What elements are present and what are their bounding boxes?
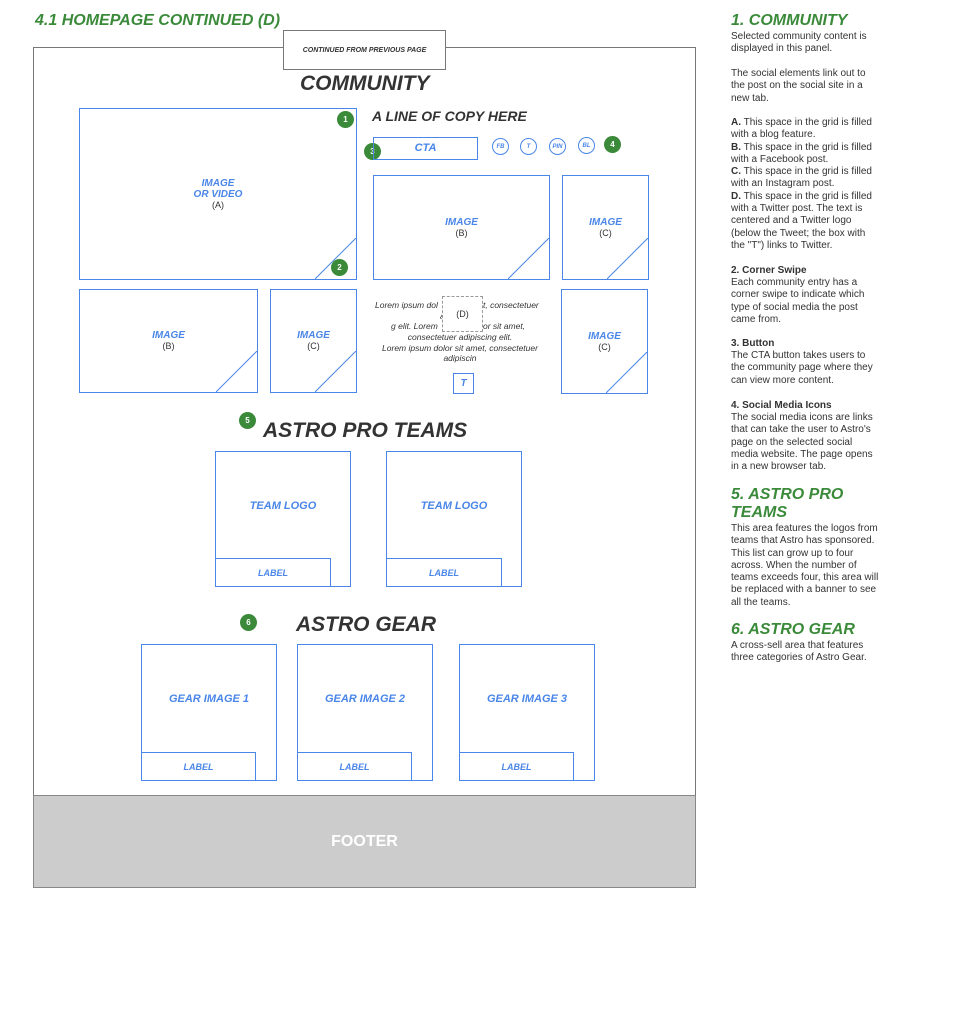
gear-label-3: LABEL — [460, 752, 574, 780]
facebook-icon[interactable]: FB — [492, 138, 509, 155]
continued-tab-text: CONTINUED FROM PREVIOUS PAGE — [302, 46, 427, 54]
note-6-title: 6. ASTRO GEAR — [731, 621, 855, 638]
twitter-logo-icon: T — [460, 378, 467, 389]
note-1-b: This space in the grid is filled with a … — [731, 141, 872, 165]
note-3: The CTA button takes users to the commun… — [731, 350, 873, 386]
footer-label: FOOTER — [331, 832, 398, 850]
note-4-title: 4. Social Media Icons — [731, 400, 832, 411]
footer: FOOTER — [33, 795, 696, 888]
team-logo-1: TEAM LOGO — [249, 499, 317, 512]
community-image-c-bottom[interactable]: IMAGE (C) — [270, 289, 357, 393]
note-1-d: This space in the grid is filled with a … — [731, 190, 872, 251]
note-1-d-key: D. — [731, 190, 741, 202]
note-1-p1: Selected community content is displayed … — [731, 31, 867, 55]
lorem-1b: t, consectetuer — [483, 300, 539, 310]
image-a-letter: (A) — [212, 199, 224, 210]
note-1-b-key: B. — [731, 141, 741, 153]
pro-teams-heading: ASTRO PRO TEAMS — [263, 419, 468, 442]
corner-swipe-icon — [607, 238, 648, 279]
continued-tab: CONTINUED FROM PREVIOUS PAGE — [283, 30, 446, 70]
cta-button[interactable]: CTA — [373, 137, 478, 160]
note-5-title: 5. ASTRO PRO TEAMS — [731, 486, 844, 521]
gear-image-2: GEAR IMAGE 2 — [324, 692, 406, 705]
team-label-1: LABEL — [216, 558, 331, 586]
team-card-1[interactable]: TEAM LOGO LABEL — [215, 451, 351, 587]
community-image-a[interactable]: IMAGE OR VIDEO (A) — [79, 108, 357, 280]
lorem-2a: g elit. Lorem — [391, 321, 438, 331]
note-1-c-key: C. — [731, 166, 741, 178]
gear-image-1: GEAR IMAGE 1 — [168, 692, 250, 705]
tweet-placeholder-d: (D) — [442, 296, 483, 332]
badge-2: 2 — [331, 259, 348, 276]
note-2: Each community entry has a corner swipe … — [731, 277, 865, 325]
community-image-b-bottom[interactable]: IMAGE (B) — [79, 289, 258, 393]
community-image-c-top[interactable]: IMAGE (C) — [562, 175, 649, 280]
gear-label-2: LABEL — [298, 752, 412, 780]
badge-6: 6 — [240, 614, 257, 631]
badge-3: 3 — [364, 143, 381, 160]
gear-card-2[interactable]: GEAR IMAGE 2 LABEL — [297, 644, 433, 781]
community-heading: COMMUNITY — [300, 72, 430, 95]
image-b-top-label: IMAGE — [445, 216, 478, 228]
note-4: The social media icons are links that ca… — [731, 412, 873, 473]
note-1-items: A. This space in the grid is filled with… — [731, 117, 881, 252]
community-image-c-right[interactable]: IMAGE (C) — [561, 289, 648, 394]
letter-d: (D) — [456, 308, 469, 319]
image-c-top-label: IMAGE — [589, 216, 622, 228]
note-1-c: This space in the grid is filled with an… — [731, 166, 872, 190]
corner-swipe-icon — [315, 351, 356, 392]
note-1-a-key: A. — [731, 117, 741, 128]
gear-image-3: GEAR IMAGE 3 — [486, 692, 568, 705]
team-card-2[interactable]: TEAM LOGO LABEL — [386, 451, 522, 587]
image-a-label-1: IMAGE — [201, 177, 235, 189]
image-c-right-label: IMAGE — [588, 330, 621, 342]
image-c-right-letter: (C) — [598, 341, 611, 352]
page-title: 4.1 HOMEPAGE CONTINUED (D) — [35, 12, 281, 29]
image-a-label-2: OR VIDEO — [193, 188, 243, 200]
lorem-2b: or sit amet, — [483, 321, 526, 331]
team-logo-2: TEAM LOGO — [420, 499, 488, 512]
badge-5: 5 — [239, 412, 256, 429]
note-6: A cross-sell area that features three ca… — [731, 640, 867, 664]
blog-icon[interactable]: BL — [578, 137, 595, 154]
gear-heading: ASTRO GEAR — [296, 613, 437, 636]
image-b-bottom-label: IMAGE — [152, 330, 185, 341]
note-2-title: 2. Corner Swipe — [731, 265, 807, 276]
community-image-b-top[interactable]: IMAGE (B) — [373, 175, 550, 280]
lorem-4: Lorem ipsum dolor sit amet, consectetuer — [382, 343, 538, 353]
note-3-title: 3. Button — [731, 338, 775, 349]
lorem-1a: Lorem ipsum dol — [375, 300, 438, 310]
corner-swipe-icon — [508, 238, 549, 279]
badge-1: 1 — [337, 111, 354, 128]
image-c-top-letter: (C) — [599, 227, 612, 238]
note-1-p2: The social elements link out to the post… — [731, 68, 866, 104]
gear-label-1: LABEL — [142, 752, 256, 780]
twitter-logo-link[interactable]: T — [453, 373, 474, 394]
twitter-icon[interactable]: T — [520, 138, 537, 155]
image-b-top-letter: (B) — [455, 227, 468, 238]
corner-swipe-icon — [315, 238, 356, 279]
note-5: This area features the logos from teams … — [731, 523, 879, 608]
lorem-3: consectetuer adipiscing elit. — [407, 332, 513, 342]
pinterest-icon[interactable]: PIN — [549, 138, 566, 155]
corner-swipe-icon — [606, 352, 647, 393]
team-label-2: LABEL — [387, 558, 502, 586]
badge-4: 4 — [604, 136, 621, 153]
note-1-title: 1. COMMUNITY — [731, 12, 848, 29]
community-copy-line: A LINE OF COPY HERE — [372, 108, 527, 124]
image-c-bottom-letter: (C) — [307, 341, 320, 351]
gear-card-1[interactable]: GEAR IMAGE 1 LABEL — [141, 644, 277, 781]
image-b-bottom-letter: (B) — [162, 341, 175, 351]
gear-card-3[interactable]: GEAR IMAGE 3 LABEL — [459, 644, 595, 781]
image-c-bottom-label: IMAGE — [297, 330, 330, 341]
note-1-a: This space in the grid is filled with a … — [731, 117, 872, 141]
lorem-5: adipiscin — [443, 353, 477, 363]
corner-swipe-icon — [216, 351, 257, 392]
cta-label: CTA — [414, 142, 437, 154]
